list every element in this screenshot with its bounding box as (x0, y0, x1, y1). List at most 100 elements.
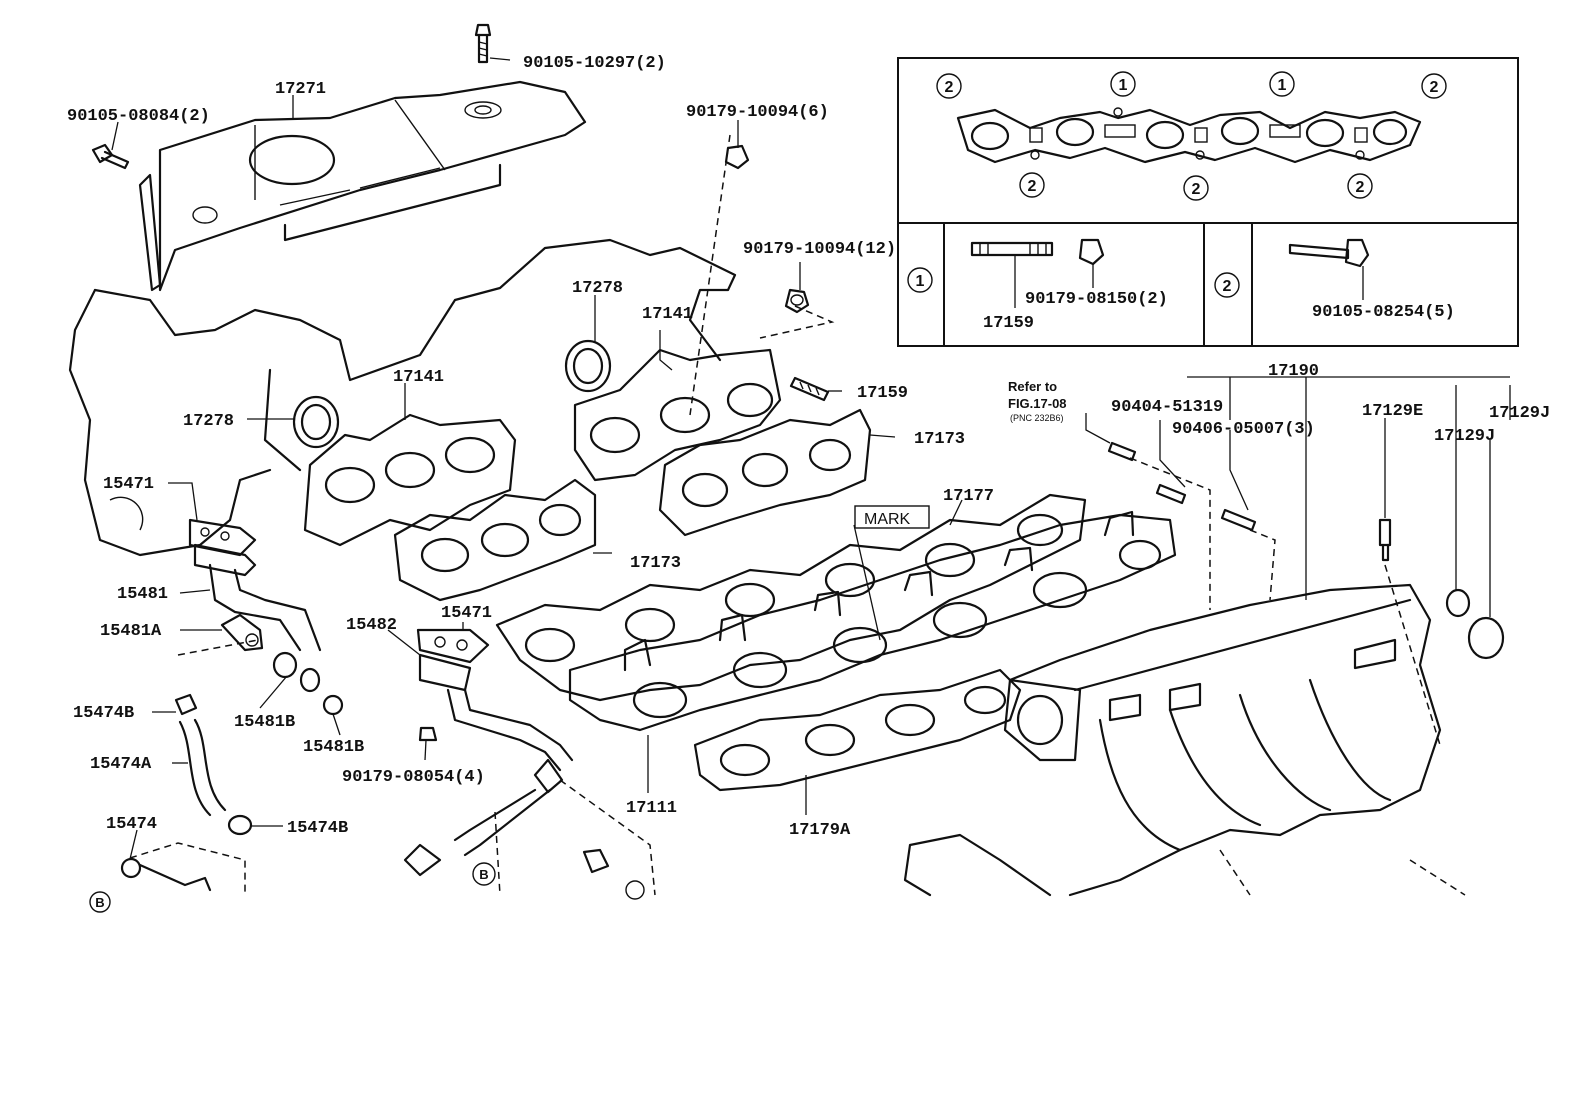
label-90179-10094-12: 90179-10094(12) (743, 240, 896, 259)
hose-15474A (178, 718, 227, 817)
circle-b-left (89, 891, 111, 913)
inset-gasket-panel: 2 1 1 2 2 2 2 1 2 17159 90179-08150(2) 9… (897, 57, 1519, 347)
circle-b-left-label: B (95, 895, 104, 910)
plug-17129J-b-icon (1467, 616, 1505, 660)
intake-plenum-17111 (568, 510, 1177, 732)
plug-17129J-a-icon (1445, 588, 1471, 618)
label-90105-08084: 90105-08084(2) (67, 107, 210, 126)
nut-90179-10094-12-icon (784, 288, 810, 314)
label-17141-left: 17141 (393, 368, 444, 387)
label-15474: 15474 (106, 815, 157, 834)
inset-marker-top-3: 1 (1278, 77, 1287, 94)
seal-15481B-b-icon (322, 694, 344, 716)
inset-row-marker-1: 1 (916, 273, 925, 290)
label-90179-08054: 90179-08054(4) (342, 768, 485, 787)
inset-label-17159: 17159 (983, 314, 1034, 333)
label-refer-to: Refer to (1008, 379, 1057, 394)
engine-cover-17271 (138, 80, 587, 292)
inset-marker-top-1: 2 (945, 79, 954, 96)
pipe-15482 (403, 653, 574, 877)
gasket-17173-left (393, 478, 597, 602)
inset-marker-top-4: 2 (1430, 79, 1439, 96)
gasket-15471-left (188, 518, 257, 557)
label-17111: 17111 (626, 799, 677, 818)
label-17190: 17190 (1268, 362, 1319, 381)
ring-17278-right (564, 339, 612, 393)
inset-label-90105-08254: 90105-08254(5) (1312, 303, 1455, 322)
label-90179-10094-6: 90179-10094(6) (686, 103, 829, 122)
label-15482: 15482 (346, 616, 397, 635)
inset-marker-bottom-3: 2 (1356, 179, 1365, 196)
mark-box (854, 505, 930, 529)
sensor-17129E-icon (1378, 518, 1392, 562)
bolt-90406-05007-a-icon (1155, 483, 1187, 505)
label-15481B-a: 15481B (234, 713, 295, 732)
label-15471-right: 15471 (441, 604, 492, 623)
bolt-90179-08054-icon (418, 726, 438, 742)
mark-label: MARK (864, 511, 911, 528)
manifold-17141-right (573, 348, 782, 482)
gasket-17177 (495, 493, 1087, 702)
label-refer-fig: FIG.17-08 (1008, 396, 1067, 411)
inset-nut-90179-08150-icon (1078, 238, 1105, 266)
bolt-90105-08084-icon (91, 143, 130, 170)
inset-row-marker-2: 2 (1223, 278, 1232, 295)
inset-stud-17159-icon (970, 241, 1054, 257)
label-17129J-b: 17129J (1434, 427, 1495, 446)
pipe-15481 (193, 543, 322, 652)
clamp-15474B-a-icon (174, 693, 198, 716)
inset-marker-bottom-2: 2 (1192, 181, 1201, 198)
gasket-15471-right (416, 628, 490, 664)
inset-marker-top-2: 1 (1119, 77, 1128, 94)
nut-90179-10094-6-icon (724, 144, 750, 170)
inset-bolt-90105-08254-icon (1288, 238, 1370, 268)
fitting-15474-icon (120, 857, 212, 892)
bolt-90404-51319-icon (1107, 441, 1137, 462)
clamp-15474B-b-icon (227, 814, 253, 836)
inset-frame (897, 57, 1519, 347)
inset-label-90179-08150: 90179-08150(2) (1025, 290, 1168, 309)
label-refer-pnc: (PNC 232B6) (1010, 413, 1064, 423)
bolt-90105-10297-icon (474, 23, 492, 64)
inset-marker-circles (907, 71, 1447, 298)
manifold-17141-left (303, 413, 517, 547)
leader-lines (111, 57, 1511, 860)
stud-17159-icon (789, 376, 830, 402)
label-15481B-b: 15481B (303, 738, 364, 757)
label-17278-right: 17278 (572, 279, 623, 298)
label-90404-51319: 90404-51319 (1111, 398, 1223, 417)
label-17129E: 17129E (1362, 402, 1423, 421)
gasket-17179A (693, 668, 1022, 792)
label-17271: 17271 (275, 80, 326, 99)
fitting-lower-icon (582, 848, 645, 900)
circle-b-mid (472, 862, 496, 886)
label-17177: 17177 (943, 487, 994, 506)
gasket-17173-right (658, 408, 872, 537)
cylinder-head-outline (68, 238, 737, 557)
label-90406-05007: 90406-05007(3) (1172, 420, 1315, 439)
callout-labels: 90105-10297(2) 17271 90105-08084(2) 9017… (67, 54, 1550, 840)
intake-runners-17190 (903, 583, 1442, 897)
seal-15481B-a-icon (272, 651, 321, 693)
label-15481A: 15481A (100, 622, 162, 641)
label-17173-left: 17173 (630, 554, 681, 573)
label-17179A: 17179A (789, 821, 851, 840)
label-15474A: 15474A (90, 755, 152, 774)
label-15474B-lower: 15474B (287, 819, 348, 838)
inset-marker-bottom-1: 2 (1028, 178, 1037, 195)
label-17159: 17159 (857, 384, 908, 403)
label-17141-right: 17141 (642, 305, 693, 324)
ring-17278-left (292, 395, 340, 449)
label-15474B-upper: 15474B (73, 704, 134, 723)
bolt-90406-05007-b-icon (1220, 508, 1257, 532)
label-17173-right: 17173 (914, 430, 965, 449)
label-90105-10297: 90105-10297(2) (523, 54, 666, 73)
inset-gasket-shape (956, 107, 1422, 164)
dashed-reference-lines (129, 134, 1466, 896)
union-15481A-icon (220, 613, 264, 652)
label-15471-left: 15471 (103, 475, 154, 494)
label-15481: 15481 (117, 585, 168, 604)
label-17129J-a: 17129J (1489, 404, 1550, 423)
label-17278-left: 17278 (183, 412, 234, 431)
